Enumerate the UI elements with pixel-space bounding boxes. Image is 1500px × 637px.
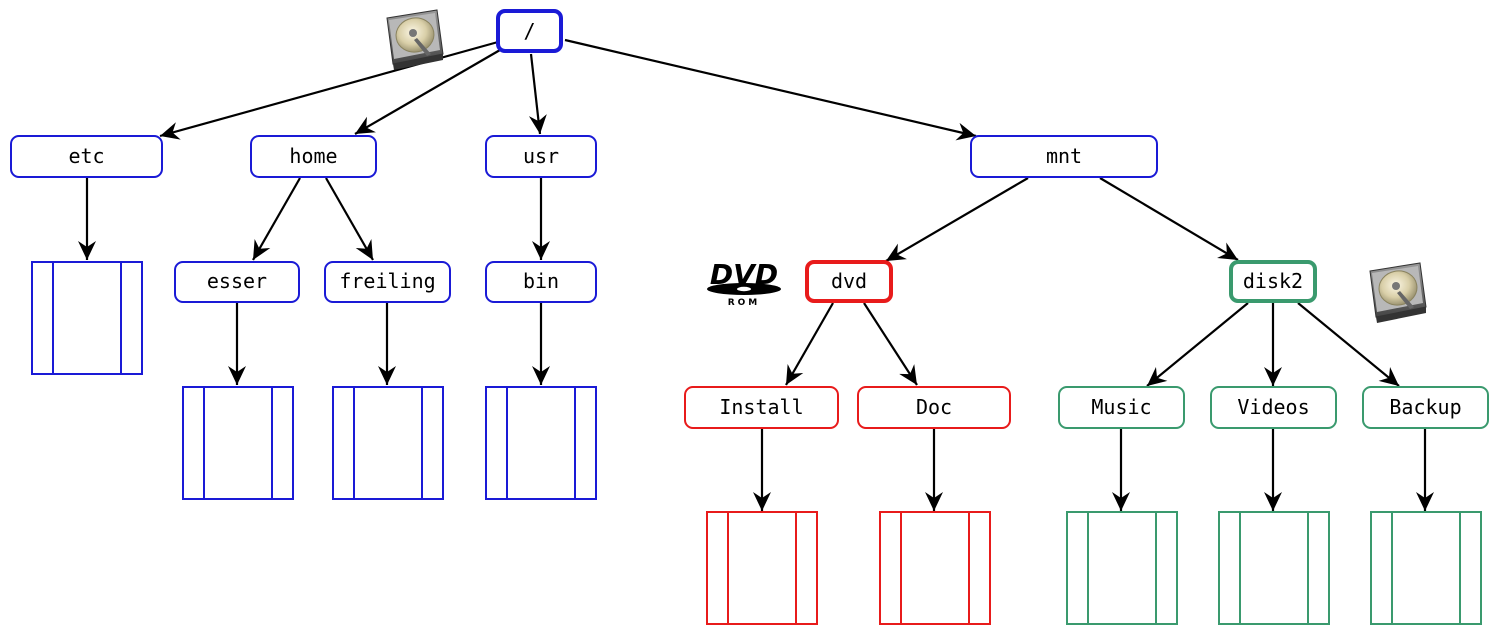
node-usr[interactable]: usr: [485, 135, 597, 178]
node-home[interactable]: home: [250, 135, 377, 178]
content-block-esser: [182, 386, 294, 500]
node-mnt[interactable]: mnt: [970, 135, 1158, 178]
node-doc[interactable]: Doc: [857, 386, 1011, 429]
node-install[interactable]: Install: [684, 386, 839, 429]
content-block-etc: [31, 261, 143, 375]
node-root-label: /: [523, 19, 535, 43]
edge-disk2-music: [1146, 302, 1249, 387]
node-install-label: Install: [719, 395, 803, 419]
node-videos-label: Videos: [1237, 395, 1309, 419]
nodes: / etc home usr mnt esser freiling: [10, 9, 1489, 429]
edge-home-freiling: [325, 177, 374, 261]
content-block-doc: [879, 511, 991, 625]
edge-dvd-install: [785, 302, 834, 386]
node-mnt-label: mnt: [1046, 144, 1082, 168]
edge-dvd-doc: [863, 302, 918, 386]
content-block-bin: [485, 386, 597, 500]
node-root[interactable]: /: [496, 9, 563, 53]
node-doc-label: Doc: [916, 395, 952, 419]
node-dvd[interactable]: dvd: [805, 260, 893, 303]
edge-root-usr: [528, 53, 547, 135]
node-freiling[interactable]: freiling: [324, 261, 451, 303]
edge-root-home: [354, 49, 501, 135]
node-music-label: Music: [1091, 395, 1151, 419]
edge-home-esser: [252, 177, 301, 261]
node-disk2-label: disk2: [1243, 269, 1303, 293]
node-esser[interactable]: esser: [174, 261, 300, 303]
node-videos[interactable]: Videos: [1210, 386, 1337, 429]
node-usr-label: usr: [523, 144, 559, 168]
node-music[interactable]: Music: [1058, 386, 1185, 429]
edge-disk2-backup: [1297, 302, 1400, 387]
dvd-rom-text: ROM: [728, 298, 761, 308]
node-dvd-label: dvd: [831, 269, 867, 293]
edge-mnt-dvd: [885, 177, 1029, 262]
dvd-rom-icon: DVD ROM: [707, 258, 781, 308]
node-freiling-label: freiling: [339, 269, 435, 293]
node-etc[interactable]: etc: [10, 135, 163, 178]
node-bin-label: bin: [523, 269, 559, 293]
node-backup[interactable]: Backup: [1362, 386, 1489, 429]
edges: [78, 38, 1434, 511]
edge-mnt-disk2: [1099, 177, 1239, 261]
node-home-label: home: [289, 144, 337, 168]
node-disk2[interactable]: disk2: [1229, 260, 1317, 303]
content-blocks: [31, 261, 1482, 625]
edge-root-mnt: [564, 38, 977, 141]
hard-drive-icon: [1369, 262, 1427, 324]
node-esser-label: esser: [207, 269, 267, 293]
content-block-videos: [1218, 511, 1330, 625]
content-block-music: [1066, 511, 1178, 625]
hard-drive-icon: [386, 9, 444, 71]
edge-root-etc: [159, 40, 499, 140]
content-block-backup: [1370, 511, 1482, 625]
node-bin[interactable]: bin: [485, 261, 597, 303]
node-etc-label: etc: [68, 144, 104, 168]
content-block-freiling: [332, 386, 444, 500]
content-block-install: [706, 511, 818, 625]
node-backup-label: Backup: [1389, 395, 1461, 419]
